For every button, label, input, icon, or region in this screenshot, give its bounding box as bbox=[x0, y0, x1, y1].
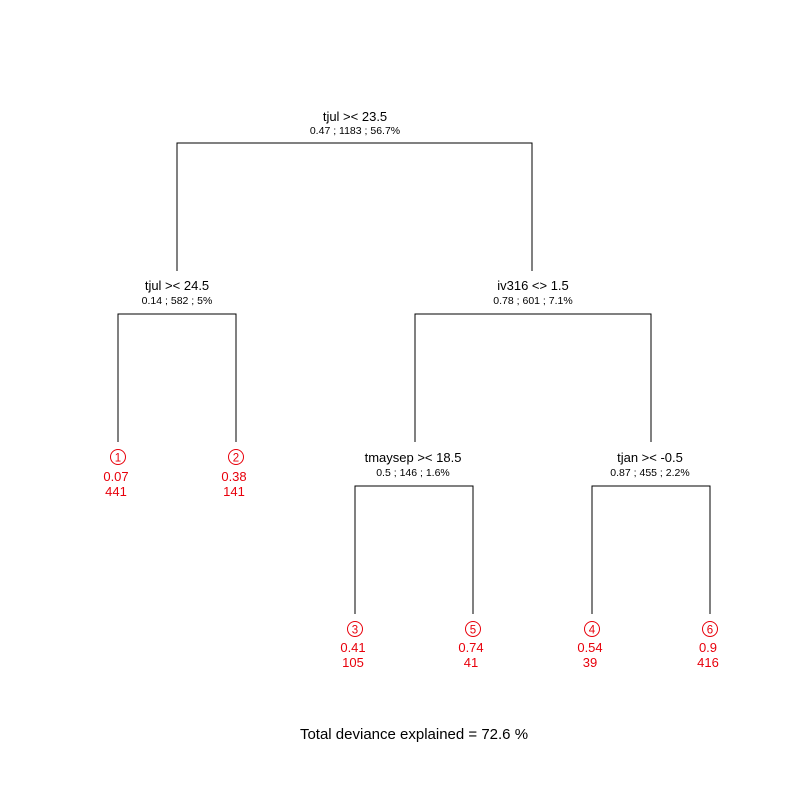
branch-rr bbox=[591, 485, 711, 614]
leaf-count: 141 bbox=[223, 484, 245, 499]
leaf-count: 105 bbox=[342, 655, 364, 670]
leaf-node-marker bbox=[347, 621, 363, 637]
branch-rl bbox=[354, 485, 474, 614]
leaf-node-marker bbox=[465, 621, 481, 637]
leaf-node-6: 6 0.9 416 bbox=[697, 621, 719, 670]
leaf-node-1: 1 0.07 441 bbox=[103, 449, 129, 499]
branch-right bbox=[414, 313, 652, 442]
leaf-node-number: 4 bbox=[589, 625, 596, 637]
leaf-value: 0.07 bbox=[103, 469, 128, 484]
branch-root bbox=[176, 142, 533, 271]
split-node-left: tjul >< 24.5 0.14 ; 582 ; 5% bbox=[142, 278, 213, 307]
leaf-node-marker bbox=[584, 621, 600, 637]
leaf-node-number: 6 bbox=[707, 625, 713, 637]
leaf-count: 441 bbox=[105, 484, 127, 499]
split-stats: 0.78 ; 601 ; 7.1% bbox=[493, 295, 572, 307]
leaf-node-2: 2 0.38 141 bbox=[221, 449, 247, 499]
split-stats: 0.14 ; 582 ; 5% bbox=[142, 295, 213, 307]
leaf-value: 0.38 bbox=[221, 469, 246, 484]
leaf-value: 0.54 bbox=[577, 640, 602, 655]
leaf-value: 0.9 bbox=[699, 640, 717, 655]
leaf-node-5: 5 0.74 41 bbox=[458, 621, 484, 670]
leaf-count: 41 bbox=[464, 655, 478, 670]
split-label: tjul >< 24.5 bbox=[145, 278, 209, 293]
branch-lines bbox=[117, 142, 711, 614]
leaf-count: 39 bbox=[583, 655, 597, 670]
split-stats: 0.5 ; 146 ; 1.6% bbox=[376, 467, 450, 479]
split-node-rr: tjan >< -0.5 0.87 ; 455 ; 2.2% bbox=[610, 450, 689, 479]
leaf-node-marker bbox=[228, 449, 244, 465]
split-stats: 0.47 ; 1183 ; 56.7% bbox=[310, 125, 400, 137]
split-node-root: tjul >< 23.5 0.47 ; 1183 ; 56.7% bbox=[310, 109, 400, 137]
split-stats: 0.87 ; 455 ; 2.2% bbox=[610, 467, 689, 479]
split-node-right: iv316 <> 1.5 0.78 ; 601 ; 7.1% bbox=[493, 278, 572, 307]
split-label: tmaysep >< 18.5 bbox=[365, 450, 462, 465]
leaf-node-marker bbox=[702, 621, 718, 637]
branch-left bbox=[117, 313, 237, 442]
leaf-node-number: 1 bbox=[115, 453, 121, 465]
leaf-count: 416 bbox=[697, 655, 719, 670]
split-label: iv316 <> 1.5 bbox=[497, 278, 569, 293]
leaf-node-number: 2 bbox=[233, 453, 239, 465]
leaf-value: 0.41 bbox=[340, 640, 365, 655]
split-label: tjan >< -0.5 bbox=[617, 450, 683, 465]
leaf-node-number: 3 bbox=[352, 625, 358, 637]
leaf-node-marker bbox=[110, 449, 126, 465]
split-node-rl: tmaysep >< 18.5 0.5 ; 146 ; 1.6% bbox=[365, 450, 462, 479]
leaf-value: 0.74 bbox=[458, 640, 483, 655]
leaf-node-number: 5 bbox=[470, 625, 476, 637]
total-deviance-footer: Total deviance explained = 72.6 % bbox=[300, 726, 528, 743]
split-label: tjul >< 23.5 bbox=[323, 109, 387, 124]
leaf-node-4: 4 0.54 39 bbox=[577, 621, 603, 670]
leaf-node-3: 3 0.41 105 bbox=[340, 621, 366, 670]
